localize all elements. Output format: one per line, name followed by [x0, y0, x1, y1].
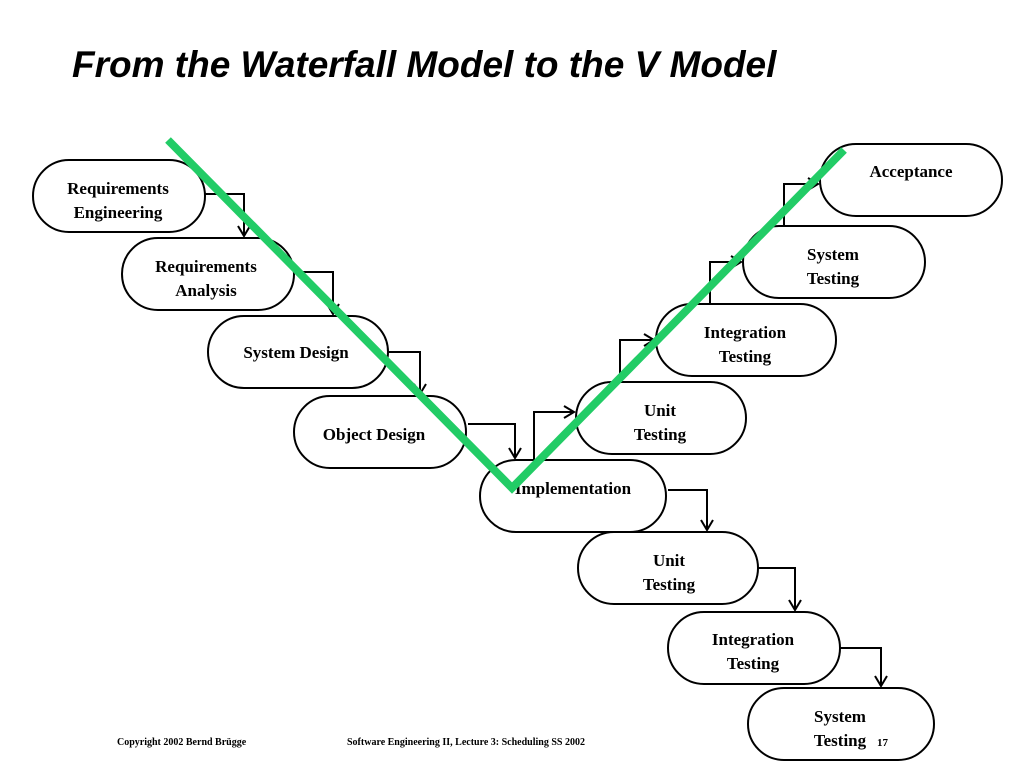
node-label: Testing — [634, 425, 687, 444]
v-shape-line — [165, 137, 847, 494]
node-acceptance: Acceptance — [819, 143, 1003, 217]
arrow-implementation-to-unit-low — [668, 489, 714, 532]
node-box — [32, 159, 206, 233]
arrow-object-design-to-implementation — [468, 423, 522, 460]
arrow-implementation-to-unit-high — [533, 405, 576, 460]
node-label: Unit — [653, 551, 685, 570]
node-label: Requirements — [155, 257, 257, 276]
arrow-req-analysis-to-system-design — [294, 271, 340, 316]
node-label: Testing — [643, 575, 696, 594]
footer-copyright: Copyright 2002 Bernd Brügge — [117, 737, 247, 748]
node-label: System — [807, 245, 859, 264]
page-number: 17 — [877, 737, 888, 749]
node-label: Requirements — [67, 179, 169, 198]
node-label: Integration — [712, 630, 795, 649]
node-box — [207, 315, 389, 389]
node-label: Testing — [807, 269, 860, 288]
footer-course-info: Software Engineering II, Lecture 3: Sche… — [347, 737, 585, 748]
node-label: System Design — [243, 343, 349, 362]
node-box — [667, 611, 841, 685]
node-object-design: Object Design — [293, 395, 467, 469]
node-label: Implementation — [515, 479, 632, 498]
node-label: Integration — [704, 323, 787, 342]
node-box — [293, 395, 467, 469]
nodes: RequirementsEngineeringRequirementsAnaly… — [32, 143, 1003, 761]
arrow-unit-high-to-integration-high — [619, 333, 656, 382]
node-label: Analysis — [175, 281, 237, 300]
node-box — [747, 687, 935, 761]
node-label: Object Design — [323, 425, 426, 444]
node-label: Testing — [814, 731, 867, 750]
slide-title: From the Waterfall Model to the V Model — [72, 44, 777, 85]
node-box — [577, 531, 759, 605]
node-implementation: Implementation — [479, 459, 667, 533]
node-box — [121, 237, 295, 311]
node-label: Engineering — [74, 203, 163, 222]
node-label: Unit — [644, 401, 676, 420]
arrow-integration-low-to-system-low — [840, 647, 888, 688]
node-label: Acceptance — [869, 162, 953, 181]
arrow-unit-low-to-integration-low — [758, 567, 802, 612]
node-label: Testing — [727, 654, 780, 673]
node-system-design: System Design — [207, 315, 389, 389]
node-label: System — [814, 707, 866, 726]
node-box — [742, 225, 926, 299]
arrow-system-design-to-object-design — [388, 351, 427, 396]
node-label: Testing — [719, 347, 772, 366]
